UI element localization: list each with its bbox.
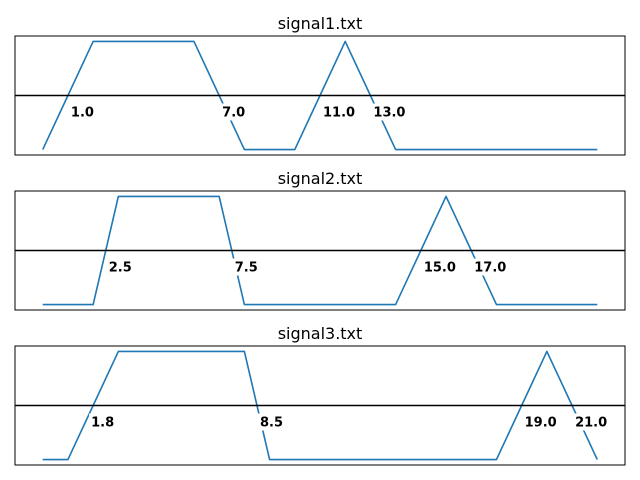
crossing-label-bg [522, 413, 559, 431]
crossing-label-bg [232, 258, 260, 276]
crossing-label-bg [472, 258, 509, 276]
crossing-label: 8.5 [260, 416, 283, 431]
crossing-label: 2.5 [109, 261, 132, 276]
crossing-label-bg [220, 103, 248, 121]
subplot-1: signal1.txt 1.0 7.0 11.0 13.0 [14, 14, 626, 156]
crossing-label: 1.8 [91, 416, 114, 431]
crossing-label: 15.0 [424, 261, 456, 276]
crossing-label: 19.0 [525, 416, 557, 431]
crossing-label-bg [371, 103, 408, 121]
subplot-2: signal2.txt 2.5 7.5 15.0 17.0 [14, 169, 626, 311]
subplot-title: signal3.txt [278, 324, 363, 343]
subplot-title: signal2.txt [278, 169, 363, 188]
crossing-label-bg [257, 413, 286, 431]
subplot-title: signal1.txt [278, 14, 363, 33]
crossing-label-bg [421, 258, 458, 276]
signal-line [42, 195, 598, 306]
crossing-label-bg [68, 103, 96, 121]
crossing-label-bg [106, 258, 134, 276]
crossing-label: 7.0 [222, 106, 245, 121]
crossing-label-bg [573, 413, 610, 431]
crossing-label: 13.0 [373, 106, 405, 121]
signal-line [42, 350, 598, 461]
crossing-label: 11.0 [323, 106, 355, 121]
crossing-label: 7.5 [235, 261, 258, 276]
crossing-label: 1.0 [71, 106, 94, 121]
subplot-3: signal3.txt 1.8 8.5 19.0 21.0 [14, 324, 626, 466]
crossing-label: 21.0 [575, 416, 607, 431]
crossing-label-bg [321, 103, 358, 121]
crossing-label: 17.0 [474, 261, 506, 276]
crossing-label-bg [89, 413, 117, 431]
